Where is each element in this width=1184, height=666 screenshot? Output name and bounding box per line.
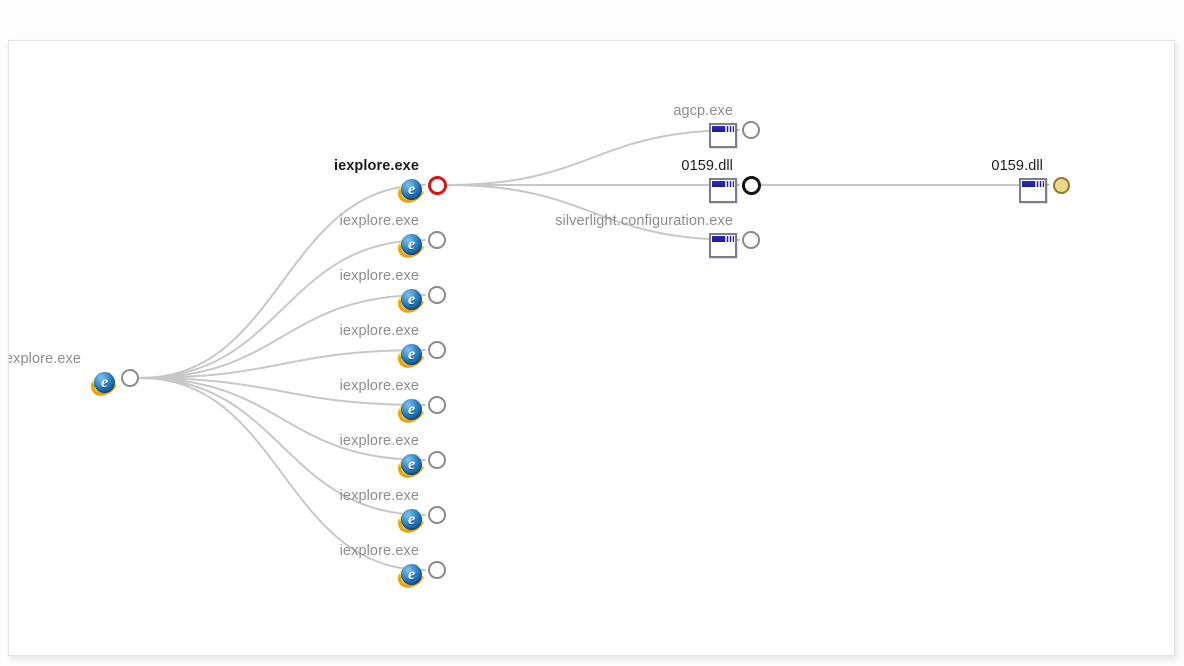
node-marker-default[interactable] xyxy=(121,369,139,387)
internet-explorer-icon: e xyxy=(393,504,430,537)
node-marker-selected[interactable] xyxy=(427,175,447,195)
node-marker-default[interactable] xyxy=(428,286,446,304)
internet-explorer-icon: e xyxy=(393,449,430,482)
node-marker-default[interactable] xyxy=(742,121,760,139)
internet-explorer-icon: e xyxy=(393,559,430,592)
process-tree-edges xyxy=(139,129,1050,571)
window-executable-icon xyxy=(709,233,737,258)
window-executable-icon xyxy=(1019,178,1047,203)
internet-explorer-icon: e xyxy=(393,174,430,207)
node-marker-default[interactable] xyxy=(742,231,760,249)
node-marker-default[interactable] xyxy=(428,506,446,524)
internet-explorer-icon: e xyxy=(393,284,430,317)
node-marker-default[interactable] xyxy=(428,231,446,249)
tree-edge xyxy=(139,377,426,571)
node-marker-default[interactable] xyxy=(428,451,446,469)
node-marker-terminal[interactable] xyxy=(1052,176,1070,194)
tree-edge xyxy=(139,294,426,379)
tree-edge xyxy=(139,184,426,379)
internet-explorer-icon: e xyxy=(393,394,430,427)
node-marker-default[interactable] xyxy=(428,396,446,414)
tree-edge xyxy=(139,239,426,379)
internet-explorer-icon: e xyxy=(393,339,430,372)
window-executable-icon xyxy=(709,123,737,148)
tree-edge xyxy=(139,377,426,516)
tree-edge xyxy=(139,377,426,461)
internet-explorer-icon: e xyxy=(393,229,430,262)
node-marker-default[interactable] xyxy=(428,561,446,579)
tree-edge xyxy=(446,184,740,241)
tree-edge xyxy=(139,349,426,379)
node-marker-traversed[interactable] xyxy=(741,175,761,195)
tree-edge xyxy=(446,129,740,186)
node-marker-default[interactable] xyxy=(428,341,446,359)
tree-edge xyxy=(139,377,426,406)
window-executable-icon xyxy=(709,178,737,203)
internet-explorer-icon: e xyxy=(86,367,123,400)
